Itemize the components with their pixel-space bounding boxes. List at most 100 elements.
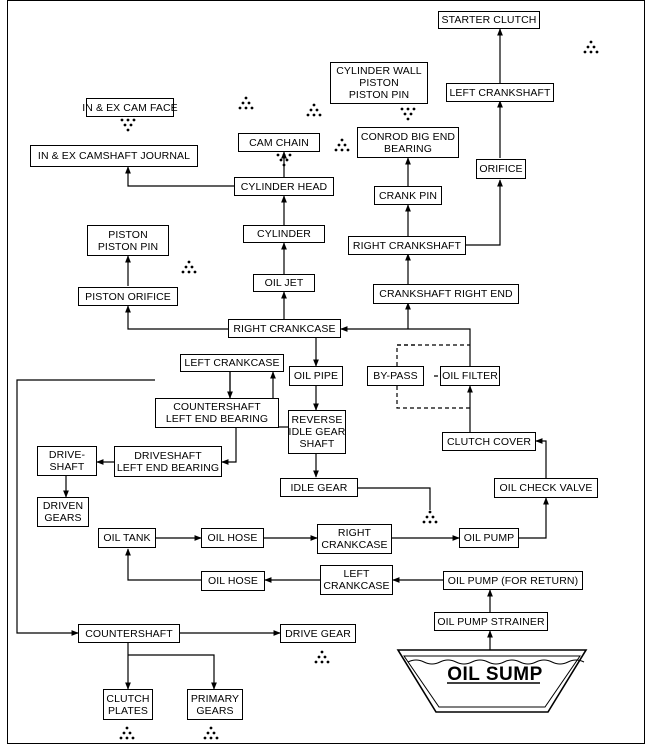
node-oil-check-valve: OIL CHECK VALVE — [494, 478, 598, 498]
drip-icon — [276, 153, 292, 167]
node-label-line: SHAFT — [299, 438, 335, 450]
node-label-line: OIL JET — [264, 277, 304, 289]
line-checkvalve-to-cover — [535, 438, 547, 478]
node-crank-pin: CRANK PIN — [374, 186, 442, 205]
node-label-line: IDLE GEAR — [290, 481, 348, 494]
node-label-line: DRIVE- — [48, 449, 86, 461]
drip-icon — [181, 260, 197, 274]
node-left-crankcase: LEFT CRANKCASE — [180, 354, 284, 372]
node-countershaft: COUNTERSHAFT — [78, 624, 180, 643]
node-label-line: RIGHT CRANKSHAFT — [352, 239, 462, 252]
node-label-line: CRANK PIN — [378, 189, 438, 202]
line-hose2-to-tank — [125, 548, 201, 581]
node-label-line: OIL PUMP (FOR RETURN) — [447, 574, 579, 587]
line-cs-to-primary — [128, 654, 217, 690]
node-label-line: LEFT END BEARING — [165, 413, 269, 425]
node-label-line: CAM CHAIN — [249, 136, 309, 149]
line-filter-to-rcase — [340, 326, 471, 366]
node-label-line: IDLE GEAR — [288, 426, 346, 438]
drip-icon — [583, 40, 599, 54]
node-label-line: CRANKCASE — [321, 539, 388, 551]
drip-icon — [120, 118, 136, 132]
node-label-line: PISTON — [108, 228, 148, 241]
line-head-to-journal — [125, 166, 234, 187]
node-starter-clutch: STARTER CLUTCH — [438, 11, 540, 29]
node-label-line: CONROD BIG END — [360, 130, 456, 143]
node-label-line: DRIVESHAFT — [134, 449, 202, 462]
sump-inner — [403, 655, 581, 708]
line-pump-to-checkvalve — [519, 497, 549, 539]
node-piston-orifice: PISTON ORIFICE — [78, 287, 178, 306]
line-cs-left-long — [16, 379, 155, 636]
diagram-frame — [7, 0, 645, 744]
node-camshaft-journal: IN & EX CAMSHAFT JOURNAL — [30, 145, 198, 167]
node-cam-chain: CAM CHAIN — [238, 133, 320, 152]
node-label-line: LEFT CRANKCASE — [184, 357, 280, 369]
drip-icon — [422, 510, 438, 524]
oil-sump-label: OIL SUMP — [447, 664, 543, 685]
node-oil-hose-2: OIL HOSE — [201, 571, 265, 591]
node-label-line: LEFT — [343, 568, 370, 580]
node-oil-pipe: OIL PIPE — [289, 366, 343, 386]
node-label-line: CLUTCH COVER — [446, 435, 532, 448]
node-label-line: OIL HOSE — [207, 575, 258, 587]
node-label-line: OIL PUMP — [463, 532, 515, 544]
node-label-line: CYLINDER — [257, 228, 311, 240]
node-label-line: IN & EX CAM FACE — [82, 101, 178, 114]
node-label-line: OIL TANK — [103, 532, 151, 544]
node-label-line: LEFT END BEARING — [116, 461, 220, 474]
node-cylinder: CYLINDER — [243, 225, 325, 243]
drip-icon — [306, 103, 322, 117]
node-label-line: OIL FILTER — [442, 370, 498, 382]
node-oil-tank: OIL TANK — [98, 528, 156, 548]
node-label-line: COUNTERSHAFT — [85, 627, 173, 640]
line-idle-to-drip — [358, 487, 431, 510]
drip-icon — [238, 96, 254, 110]
drip-icon — [203, 726, 219, 740]
node-label-line: BEARING — [384, 142, 432, 155]
node-label-line: DRIVEN — [42, 500, 84, 512]
node-oil-pump-strainer: OIL PUMP STRAINER — [434, 612, 548, 631]
node-label-line: PLATES — [107, 704, 149, 717]
line-csbearing-to-dsbearing — [221, 428, 237, 465]
drip-icon — [334, 138, 350, 152]
node-oil-hose-1: OIL HOSE — [201, 528, 264, 548]
node-label-line: LEFT CRANKSHAFT — [449, 86, 551, 99]
node-drive-shaft: DRIVE-SHAFT — [37, 446, 97, 476]
node-label-line: PISTON PIN — [348, 89, 410, 101]
node-label-line: CRANKSHAFT RIGHT END — [379, 288, 513, 300]
node-label-line: RIGHT — [337, 527, 372, 539]
sump-wave — [407, 659, 585, 665]
node-idle-gear: IDLE GEAR — [280, 478, 358, 497]
node-oil-pump-return: OIL PUMP (FOR RETURN) — [443, 571, 583, 590]
node-oil-filter: OIL FILTER — [440, 366, 500, 386]
node-label-line: GEARS — [196, 704, 234, 717]
node-bypass: BY-PASS — [367, 366, 424, 386]
line-right-crank-to-orifice — [466, 179, 503, 246]
node-label-line: CRANKCASE — [323, 580, 390, 592]
node-label-line: CYLINDER WALL — [336, 65, 422, 77]
node-clutch-cover: CLUTCH COVER — [442, 432, 536, 451]
line-bypass-bottom — [396, 386, 470, 409]
node-label-line: SHAFT — [49, 461, 85, 473]
sump-outline — [396, 649, 588, 713]
node-label-line: PRIMARY — [190, 692, 240, 705]
node-left-crankshaft: LEFT CRANKSHAFT — [446, 83, 554, 102]
node-label-line: PISTON PIN — [97, 240, 159, 253]
node-label-line: IN & EX CAMSHAFT JOURNAL — [37, 150, 191, 162]
node-label-line: CYLINDER HEAD — [240, 180, 328, 193]
node-label-line: ORIFICE — [479, 163, 523, 175]
node-label-line: GEARS — [44, 512, 82, 524]
node-crankshaft-right-end: CRANKSHAFT RIGHT END — [373, 284, 519, 304]
node-label-line: OIL PIPE — [293, 370, 339, 382]
node-cylinder-head: CYLINDER HEAD — [234, 177, 334, 196]
